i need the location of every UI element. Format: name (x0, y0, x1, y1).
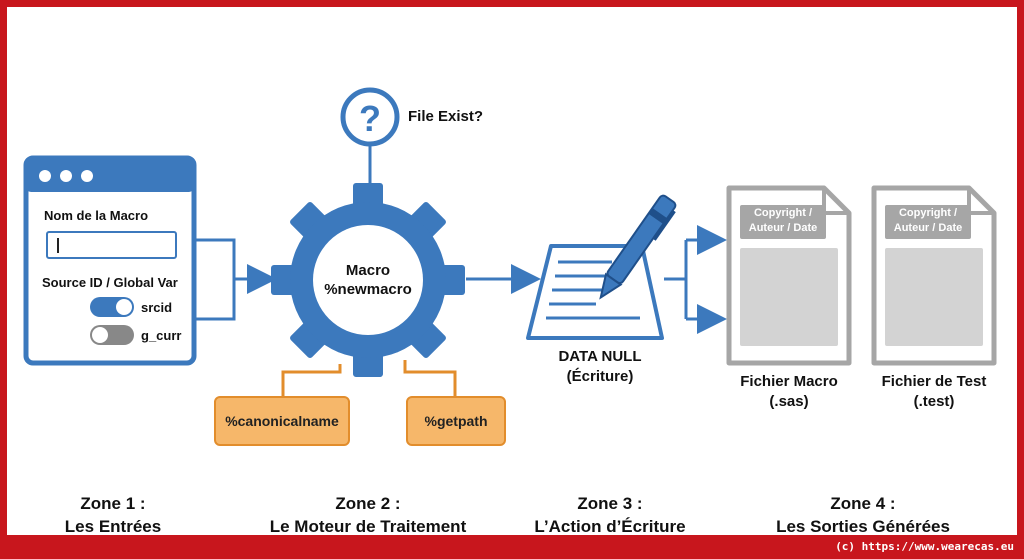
macro-name-label: Nom de la Macro (44, 208, 149, 223)
getpath-box: %getpath (406, 396, 506, 446)
file-tag-line2: Auteur / Date (748, 222, 818, 234)
document-pen-icon (526, 194, 677, 340)
canonicalname-box: %canonicalname (214, 396, 350, 446)
gear-label: Macro %newmacro (318, 261, 418, 299)
zone-1-subtitle: Les Entrées (64, 517, 162, 536)
zone-4-subtitle: Les Sorties Générées (776, 517, 950, 536)
file-tag: Copyright / Auteur / Date (740, 205, 826, 239)
window-dot-icon (81, 170, 93, 182)
copyright-text: (c) https://www.wearecas.eu (835, 540, 1014, 553)
toggle-knob (92, 327, 108, 343)
test-file-name: Fichier de Test (881, 373, 987, 390)
source-label: Source ID / Global Var (42, 275, 178, 290)
file-tag-line2: Auteur / Date (893, 222, 963, 234)
gear-label-line1: Macro (345, 262, 391, 279)
file-tag: Copyright / Auteur / Date (885, 205, 971, 239)
zone-1-title: Zone 1 : Les Entrées (38, 492, 188, 538)
file-content-block (885, 248, 983, 346)
output-connector (664, 225, 727, 334)
macro-file-ext: (.sas) (769, 393, 809, 410)
zone-4-heading: Zone 4 : (830, 494, 896, 513)
zone-3-subtitle: L’Action d’Écriture (534, 517, 686, 536)
macro-name-input[interactable] (46, 231, 177, 259)
zone-3-title: Zone 3 : L’Action d’Écriture (520, 492, 700, 538)
text-caret (57, 238, 59, 253)
helper-connectors (281, 360, 457, 398)
data-null-line1: DATA NULL (558, 348, 642, 365)
zone-1-heading: Zone 1 : (80, 494, 146, 513)
srcid-label: srcid (141, 300, 173, 315)
g-curr-label: g_curr (141, 328, 182, 343)
zone-4-title: Zone 4 : Les Sorties Générées (758, 492, 968, 538)
window-dot-icon (60, 170, 72, 182)
zone-2-title: Zone 2 : Le Moteur de Traitement (248, 492, 488, 538)
question-circle-icon: ? (340, 87, 400, 186)
svg-text:?: ? (359, 98, 381, 139)
file-exist-label: File Exist? (408, 108, 484, 125)
window-dot-icon (39, 170, 51, 182)
input-window (23, 155, 197, 366)
zone-3-heading: Zone 3 : (577, 494, 643, 513)
file-tag-line1: Copyright / (753, 207, 813, 219)
input-connector (196, 238, 277, 321)
macro-file-label: Fichier Macro (.sas) (719, 372, 859, 412)
data-null-line2: (Écriture) (566, 368, 634, 385)
file-content-block (740, 248, 838, 346)
srcid-toggle[interactable] (90, 297, 134, 317)
file-tag-line1: Copyright / (898, 207, 958, 219)
g-curr-toggle[interactable] (90, 325, 134, 345)
gear-icon (271, 183, 465, 377)
data-null-label: DATA NULL (Écriture) (530, 347, 670, 387)
test-file-label: Fichier de Test (.test) (859, 372, 1009, 412)
test-file-ext: (.test) (913, 393, 955, 410)
toggle-knob (116, 299, 132, 315)
gear-label-line2: %newmacro (324, 281, 412, 298)
macro-file-name: Fichier Macro (740, 373, 838, 390)
zone-2-heading: Zone 2 : (335, 494, 401, 513)
zone-2-subtitle: Le Moteur de Traitement (269, 517, 467, 536)
